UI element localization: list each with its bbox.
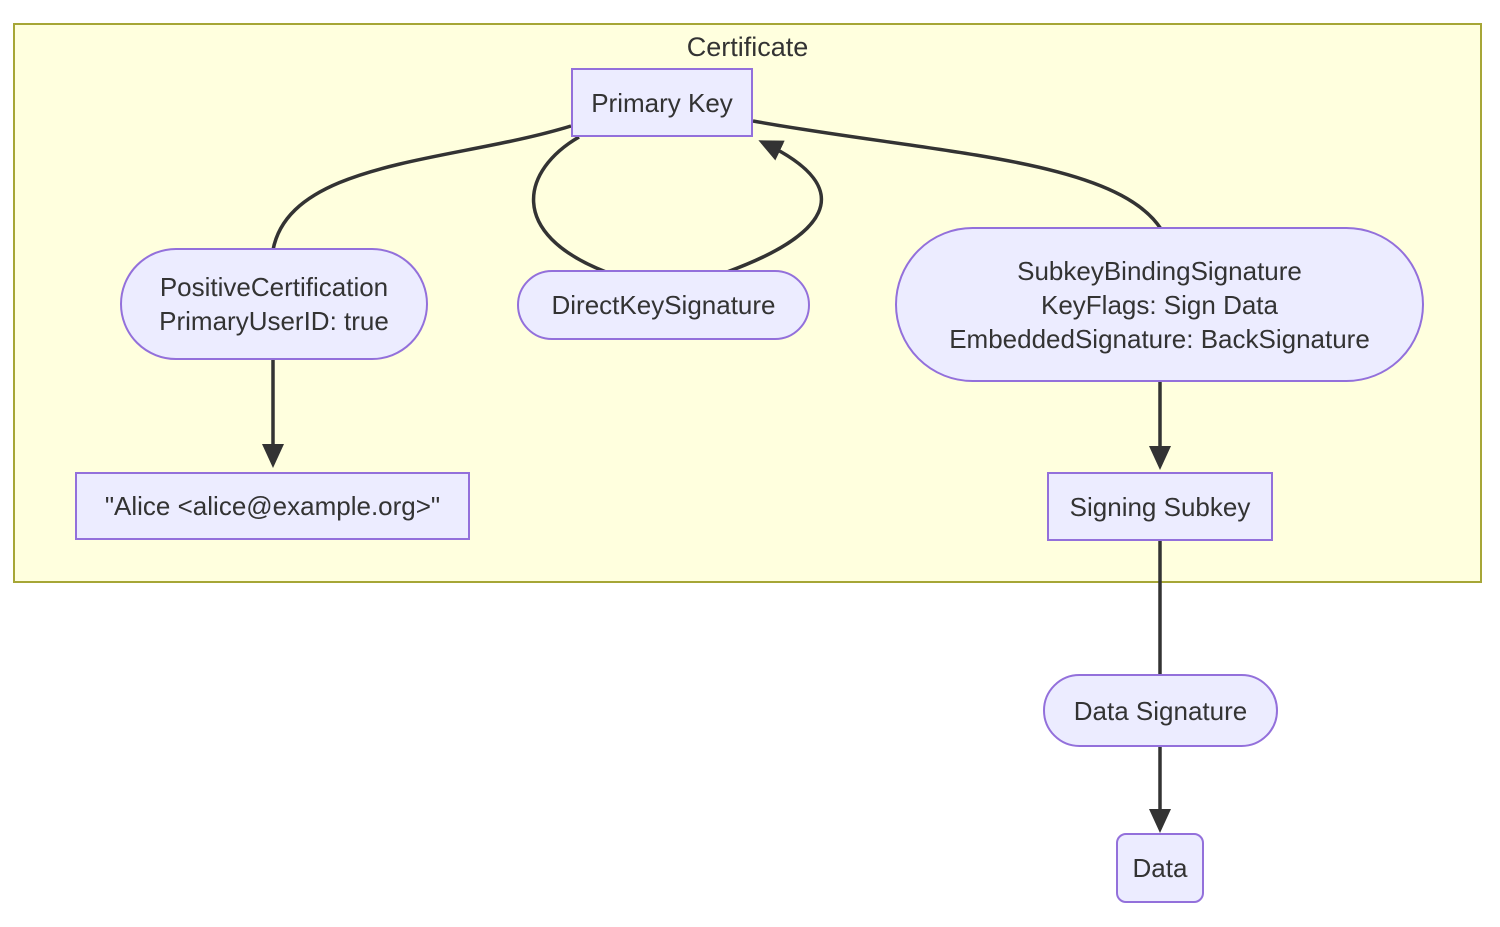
- node-primary-key: Primary Key: [571, 68, 753, 137]
- node-signing-subkey: Signing Subkey: [1047, 472, 1273, 541]
- node-user-id: "Alice <alice@example.org>": [75, 472, 470, 540]
- node-data: Data: [1116, 833, 1204, 903]
- certificate-cluster-label: Certificate: [686, 32, 809, 62]
- edge-primary-key-subkey-binding-signature: [752, 119, 1163, 230]
- node-direct-key-signature: DirectKeySignature: [517, 270, 810, 340]
- edge-primary-key-direct-key-signature: [531, 135, 607, 274]
- node-data-signature: Data Signature: [1043, 674, 1278, 747]
- edge-primary-key-positive-certification: [271, 124, 572, 251]
- node-positive-certification: PositiveCertification PrimaryUserID: tru…: [120, 248, 428, 360]
- edge-direct-key-signature-primary-key: [726, 140, 824, 274]
- node-subkey-binding-signature: SubkeyBindingSignature KeyFlags: Sign Da…: [895, 227, 1424, 382]
